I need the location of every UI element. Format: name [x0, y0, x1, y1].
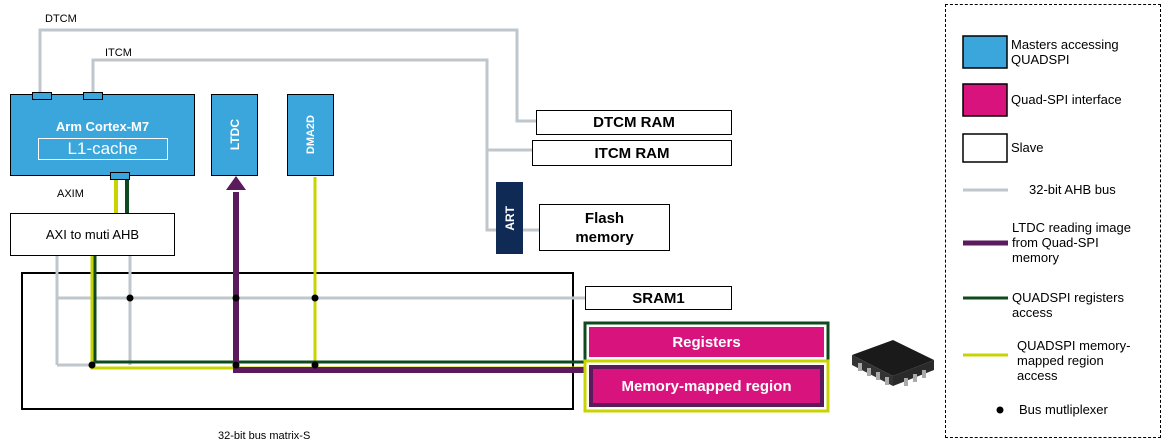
legend-ahb: 32-bit AHB bus: [1029, 182, 1116, 197]
axim-label: AXIM: [57, 188, 84, 200]
axim-port: [110, 172, 130, 180]
art-block: ART: [496, 182, 523, 254]
itcm-bus: [91, 58, 532, 152]
flash-memory-block: Flash memory: [539, 204, 670, 251]
axi-to-ahb-block: AXI to muti AHB: [10, 213, 175, 256]
bus-matrix-label: 32-bit bus matrix-S: [218, 430, 311, 442]
legend-slave: Slave: [1011, 140, 1044, 155]
dtcm-label: DTCM: [45, 13, 77, 25]
legend-mux: Bus mutliplexer: [1019, 402, 1108, 417]
dma2d-label: DMA2D: [304, 115, 317, 155]
itcm-ram-block: ITCM RAM: [532, 140, 732, 166]
dtcm-port: [32, 92, 52, 100]
legend-quadspi: Quad-SPI interface: [1011, 92, 1122, 107]
registers-block: Registers: [589, 327, 824, 357]
itcm-label: ITCM: [105, 47, 132, 59]
memory-mapped-region-block: Memory-mapped region: [589, 365, 824, 407]
legend-reg-access: QUADSPI registers access: [1012, 290, 1124, 320]
legend-mem-access: QUADSPI memory-mapped region access: [1017, 338, 1131, 383]
ltdc-label: LTDC: [227, 119, 242, 151]
flash-chip-icon: [852, 340, 934, 386]
l1-cache-box: L1-cache: [37, 138, 168, 160]
sram1-block: SRAM1: [585, 286, 732, 310]
dtcm-bus: [38, 28, 537, 123]
bus-matrix-frame: [21, 272, 574, 410]
cpu-label: Arm Cortex-M7: [55, 119, 150, 134]
ltdc-block: LTDC: [211, 94, 258, 176]
itcm-port: [83, 92, 103, 100]
legend-ltdc-read: LTDC reading image from Quad-SPI memory: [1012, 220, 1131, 265]
dtcm-ram-block: DTCM RAM: [536, 110, 732, 135]
legend-masters: Masters accessing QUADSPI: [1011, 37, 1119, 67]
legend-panel: [945, 4, 1161, 438]
art-label: ART: [502, 205, 517, 231]
arm-cortex-m7-block: Arm Cortex-M7 L1-cache: [10, 94, 195, 176]
dma2d-block: DMA2D: [287, 94, 334, 176]
memory-mapped-label: Memory-mapped region: [621, 377, 792, 395]
